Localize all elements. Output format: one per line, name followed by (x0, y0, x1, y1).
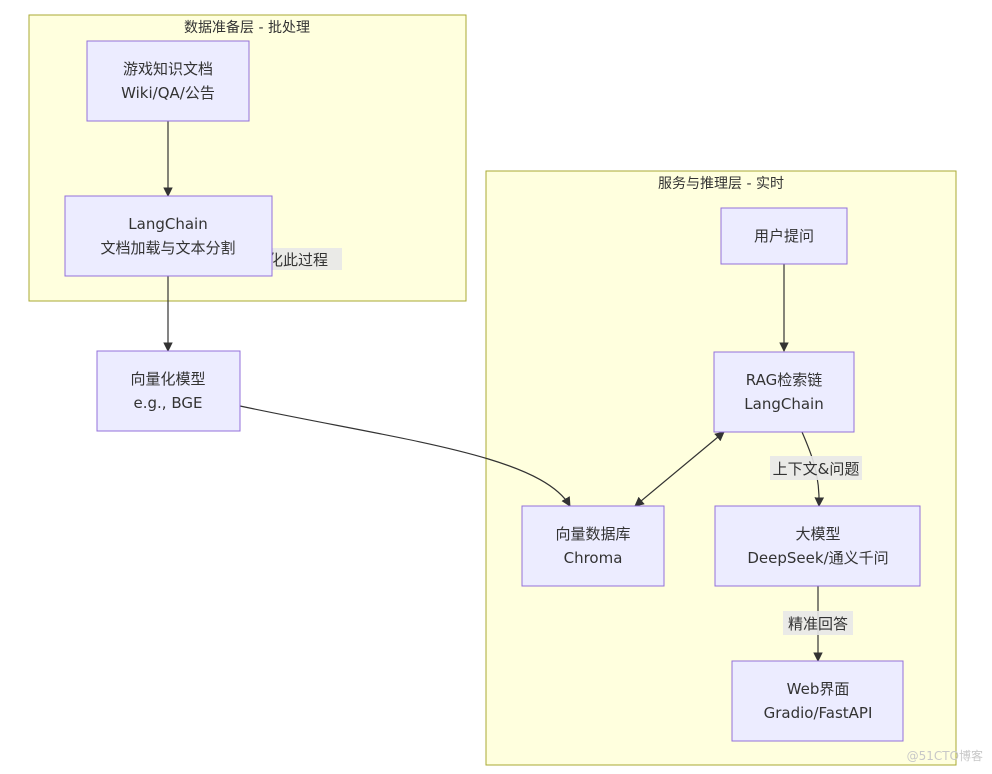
node-vector-db-line2: Chroma (564, 549, 623, 567)
node-langchain-split: LangChain 文档加载与文本分割 (64, 195, 273, 277)
edge-vectordb-rag-bidirectional (634, 431, 725, 507)
edge-label-precise-answer: 精准回答 (783, 611, 853, 635)
node-game-docs-line1: 游戏知识文档 (123, 60, 213, 78)
node-embedding-line1: 向量化模型 (130, 370, 205, 388)
node-web-ui-line1: Web界面 (787, 680, 850, 698)
watermark-text: @51CTO博客 (907, 748, 983, 763)
node-user-question: 用户提问 (720, 207, 848, 265)
node-rag-chain-line2: LangChain (744, 395, 823, 413)
node-embedding: 向量化模型 e.g., BGE (96, 350, 241, 432)
node-game-docs: 游戏知识文档 Wiki/QA/公告 (86, 40, 250, 122)
edge-label-context-question: 上下文&问题 (770, 456, 862, 480)
edge-label-process-text: 化此过程 (268, 251, 328, 269)
edge-embedding-to-vectordb (239, 405, 571, 507)
node-embedding-line2: e.g., BGE (134, 394, 203, 412)
edge-label-process: 化此过程 (266, 248, 342, 270)
node-vector-db: 向量数据库 Chroma (521, 505, 665, 587)
cluster-serving-title: 服务与推理层 - 实时 (658, 176, 784, 192)
node-rag-chain-line1: RAG检索链 (746, 371, 822, 389)
edge-label-context-question-text: 上下文&问题 (773, 460, 860, 478)
node-game-docs-line2: Wiki/QA/公告 (121, 84, 215, 102)
node-llm: 大模型 DeepSeek/通义千问 (714, 505, 921, 587)
node-vector-db-line1: 向量数据库 (555, 525, 630, 543)
node-langchain-split-line2: 文档加载与文本分割 (100, 239, 235, 257)
node-web-ui: Web界面 Gradio/FastAPI (731, 660, 904, 742)
cluster-data-prep-title: 数据准备层 - 批处理 (184, 19, 310, 36)
node-web-ui-line2: Gradio/FastAPI (764, 704, 873, 722)
node-rag-chain: RAG检索链 LangChain (713, 351, 855, 433)
edge-label-precise-answer-text: 精准回答 (788, 615, 848, 633)
node-llm-line1: 大模型 (795, 525, 840, 543)
node-langchain-split-line1: LangChain (128, 215, 207, 233)
node-user-question-line1: 用户提问 (754, 227, 814, 245)
node-llm-line2: DeepSeek/通义千问 (747, 549, 888, 567)
